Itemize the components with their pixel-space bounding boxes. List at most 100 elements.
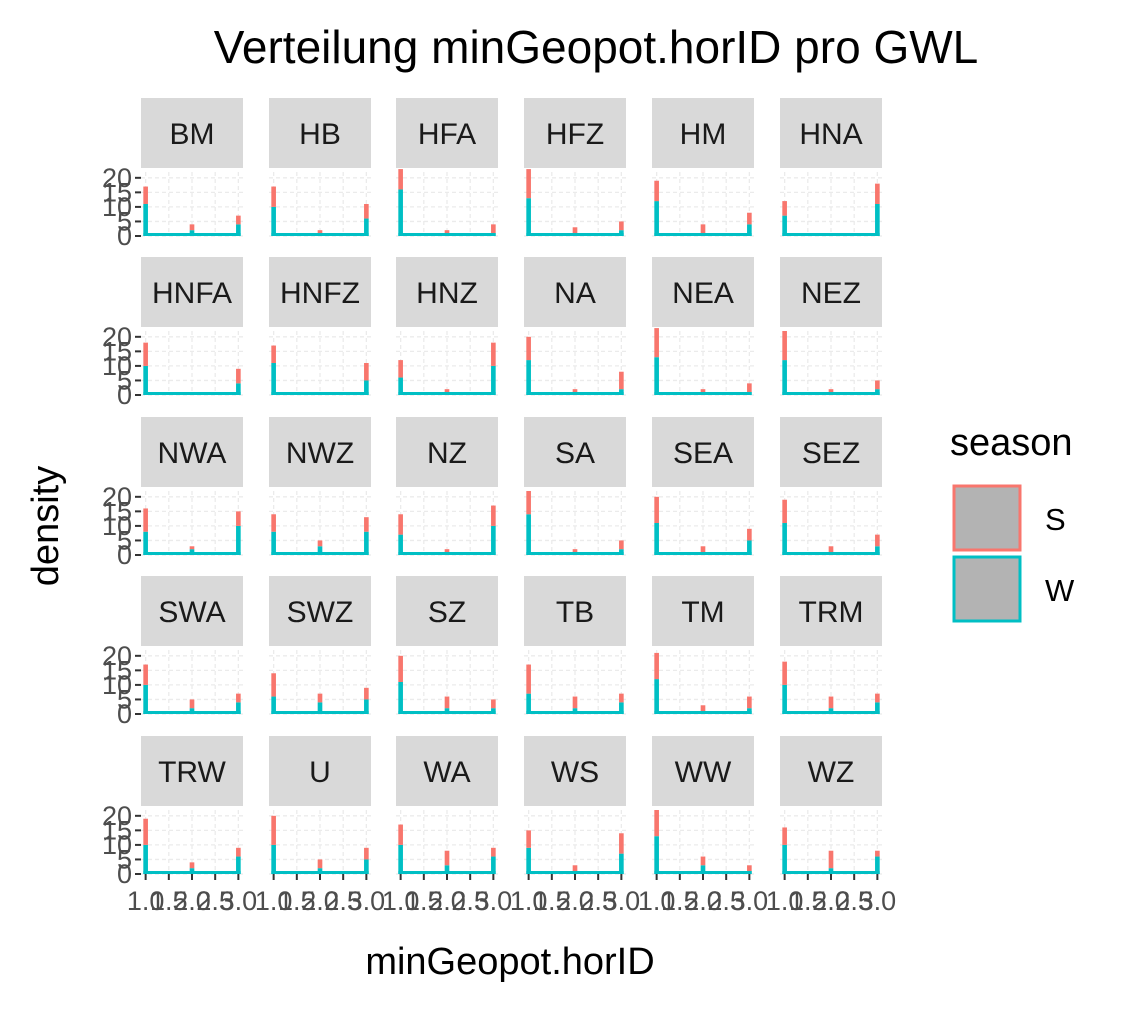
- y-tick-label: 5: [117, 525, 132, 555]
- bar-segment-w: [143, 531, 148, 555]
- bar-segment-s: [364, 687, 369, 700]
- bar-segment-s: [782, 499, 787, 523]
- facet-strip-label: SWA: [158, 596, 225, 629]
- facet-panel: WW: [652, 736, 754, 875]
- bar-segment-s: [364, 847, 369, 860]
- bar-segment-w: [398, 844, 403, 874]
- bar-segment-w: [526, 198, 531, 236]
- bar-segment-s: [828, 696, 834, 709]
- facet-panel: NEA: [652, 257, 754, 396]
- facet-strip: [780, 736, 882, 806]
- bar-segment-w: [398, 377, 403, 395]
- bar-segment-s: [782, 661, 787, 685]
- bar-segment-w: [143, 204, 148, 236]
- bar-segment-w: [271, 696, 276, 714]
- bar-segment-w: [364, 699, 369, 714]
- facet-strip-label: NWA: [158, 437, 227, 470]
- x-tick-label: 3.0: [220, 886, 258, 916]
- bar-segment-s: [143, 818, 148, 845]
- facet-strip: [780, 98, 882, 168]
- facet-strip: [269, 257, 371, 327]
- x-tick-label: 2.5: [707, 886, 745, 916]
- x-tick-label: 3.0: [475, 886, 513, 916]
- facet-strip-label: HNZ: [416, 277, 478, 310]
- x-tick-label: 1.5: [405, 886, 443, 916]
- facet-strip-label: WW: [675, 756, 732, 789]
- y-tick-label: 20: [102, 482, 132, 512]
- bar-segment-w: [317, 702, 323, 714]
- x-tick-label: 2.5: [579, 886, 617, 916]
- y-tick-label: 15: [102, 496, 132, 526]
- facet-panel: SWZ: [269, 576, 371, 715]
- facet-panel: HFA: [396, 98, 498, 237]
- facet-panel: WA: [396, 736, 498, 875]
- bar-segment-s: [271, 345, 276, 363]
- legend-title: season: [950, 422, 1073, 464]
- y-tick-label: 10: [102, 511, 132, 541]
- facet-panel: BM: [141, 98, 243, 237]
- facet-strip-label: NEA: [672, 277, 734, 310]
- y-tick-label: 20: [102, 641, 132, 671]
- bar-segment-s: [526, 664, 531, 694]
- bar-segment-s: [875, 534, 880, 547]
- y-tick-label: 15: [102, 655, 132, 685]
- facet-strip-label: WA: [423, 756, 470, 789]
- y-tick-label: 15: [102, 336, 132, 366]
- chart-title: Verteilung minGeopot.horID pro GWL: [214, 21, 978, 73]
- bar-segment-w: [875, 856, 880, 874]
- legend-items: SW: [952, 484, 1075, 623]
- bar-segment-w: [526, 693, 531, 714]
- bar-segment-w: [526, 847, 531, 874]
- bar-segment-s: [747, 865, 752, 872]
- facet-strip: [780, 417, 882, 487]
- x-tick-label: 2.5: [324, 886, 362, 916]
- facet-strip-label: TB: [556, 596, 594, 629]
- bar-segment-s: [828, 850, 834, 869]
- facet-panel: HM: [652, 98, 754, 237]
- bar-segment-w: [654, 201, 659, 236]
- bar-segment-s: [619, 693, 624, 703]
- facet-strip-label: HFA: [418, 118, 476, 151]
- y-tick-label: 10: [102, 670, 132, 700]
- facet-panel: HNFZ: [269, 257, 371, 396]
- x-tick-label: 1.5: [278, 886, 316, 916]
- x-tick-label: 2.5: [451, 886, 489, 916]
- facet-panel: HNA: [780, 98, 882, 237]
- facet-strip: [524, 736, 626, 806]
- bar-segment-s: [572, 227, 578, 234]
- bar-segment-s: [526, 169, 531, 199]
- bar-segment-s: [747, 696, 752, 709]
- bar-segment-s: [700, 224, 706, 234]
- facet-strip: [652, 98, 754, 168]
- y-tick-label: 20: [102, 322, 132, 352]
- x-tick-label: 3.0: [731, 886, 769, 916]
- bar-segment-s: [700, 856, 706, 866]
- bar-segment-w: [236, 856, 241, 874]
- facet-panel: SWA: [141, 576, 243, 715]
- x-tick-label: 1.0: [382, 886, 420, 916]
- y-tick-label: 20: [102, 801, 132, 831]
- bar-segment-w: [143, 844, 148, 874]
- bar-segment-w: [398, 682, 403, 714]
- x-tick-label: 2.0: [684, 886, 722, 916]
- bar-segment-s: [317, 859, 323, 869]
- facet-panel: SEA: [652, 417, 754, 556]
- bar-segment-s: [491, 699, 496, 709]
- bar-segment-s: [526, 830, 531, 848]
- facet-strip-label: NA: [554, 277, 596, 310]
- x-tick-label: 1.0: [510, 886, 548, 916]
- x-tick-labels: 1.01.52.02.53.01.01.52.02.53.01.01.52.02…: [127, 874, 896, 916]
- bar-segment-w: [747, 540, 752, 555]
- facet-strip-label: U: [309, 756, 331, 789]
- bar-segment-s: [236, 368, 241, 384]
- facet-panel: U: [269, 736, 371, 875]
- facet-strip: [524, 576, 626, 646]
- bar-segment-w: [747, 224, 752, 236]
- bar-segment-s: [828, 389, 834, 393]
- legend-key-w: [952, 555, 1022, 623]
- bar-segment-s: [189, 862, 195, 869]
- facet-strip-label: HNFA: [152, 277, 232, 310]
- x-tick-label: 1.0: [638, 886, 676, 916]
- bar-segment-s: [782, 331, 787, 361]
